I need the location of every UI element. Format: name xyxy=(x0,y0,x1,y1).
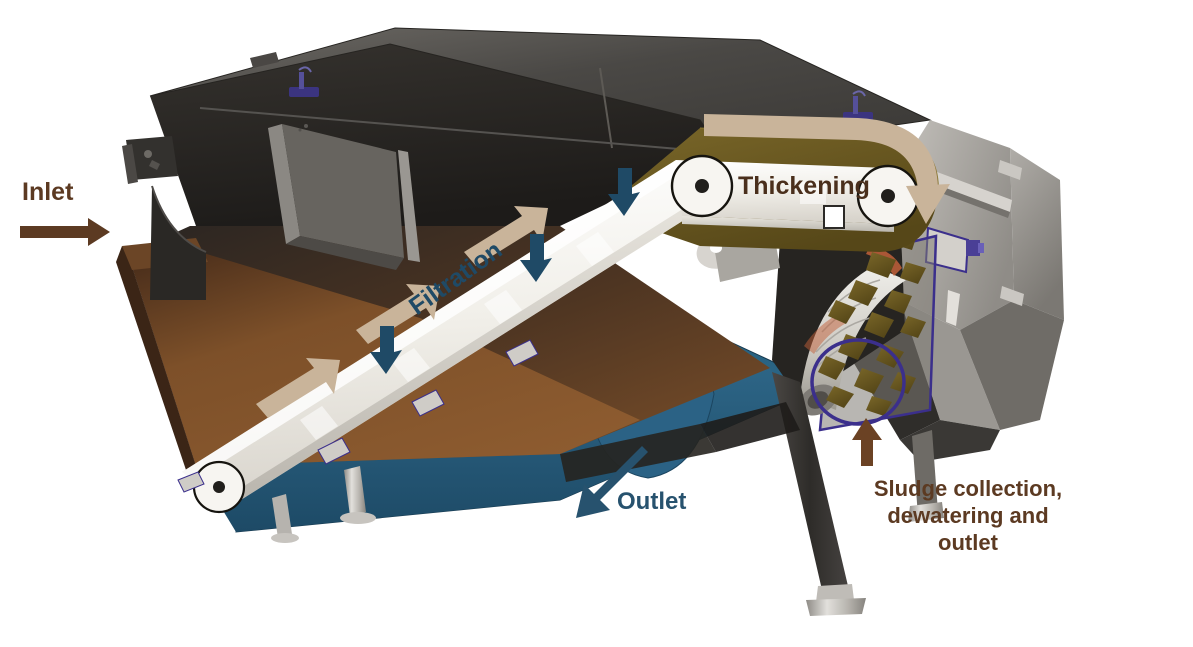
leg-right xyxy=(908,430,944,522)
flow-arrow-tan-curve xyxy=(704,114,938,190)
flow-arrow-tan-curve-head xyxy=(906,184,950,224)
lid-handle xyxy=(250,52,279,68)
dewatering-section xyxy=(696,208,926,426)
flow-arrow-tan-2 xyxy=(356,284,440,344)
inlet-arrow xyxy=(20,218,110,246)
sludge-collection-label: Sludge collection, dewatering and outlet xyxy=(873,476,1063,555)
thickening-label: Thickening xyxy=(738,172,870,200)
belt-arrow-2 xyxy=(520,234,552,282)
belt-arrow-3 xyxy=(608,168,640,216)
sludge-arrow xyxy=(852,418,882,466)
baffle-plate-1 xyxy=(268,124,300,244)
roller-thickening-left xyxy=(670,154,734,218)
outlet-arrow xyxy=(576,446,648,518)
belt-arrow-1 xyxy=(370,326,402,374)
left-mount-bracket xyxy=(126,136,178,180)
inlet-label: Inlet xyxy=(22,178,74,206)
leg-mid xyxy=(340,466,376,524)
flow-arrows-dirty-water xyxy=(256,114,950,418)
machine-legs xyxy=(177,339,944,616)
filter-belt xyxy=(182,154,920,514)
lid-fitting-left xyxy=(289,66,319,97)
roller-lower-left xyxy=(192,460,246,514)
belt-marker-right xyxy=(823,205,845,229)
flow-arrow-tan-1 xyxy=(256,358,340,418)
flow-arrow-tan-3 xyxy=(464,206,548,266)
outlet-label: Outlet xyxy=(617,488,687,515)
leg-left-rear xyxy=(271,494,299,543)
sludge-outlet-ring xyxy=(810,338,906,426)
flow-arrows-belt xyxy=(370,168,640,374)
